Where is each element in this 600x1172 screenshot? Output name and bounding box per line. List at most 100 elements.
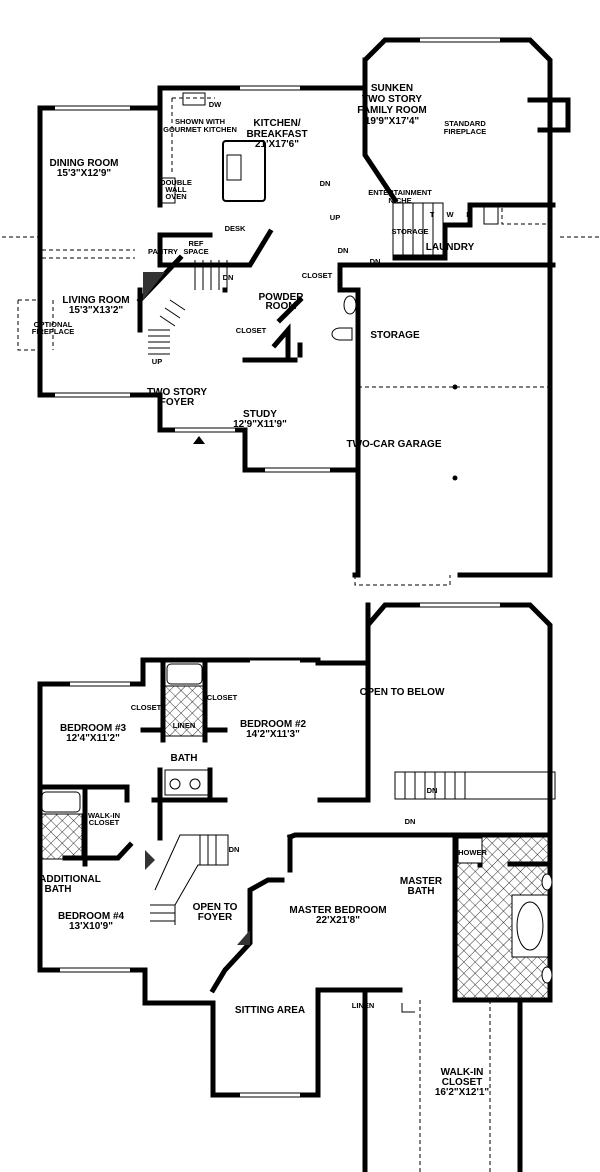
label: WALK-IN	[441, 1067, 484, 1078]
label: 15'3"X12'9"	[57, 168, 112, 179]
label: MASTER BEDROOM	[289, 905, 386, 916]
kitchen-island	[222, 140, 266, 202]
toilet-icon	[331, 327, 353, 341]
label: POWDER	[259, 292, 305, 303]
wall-oven	[159, 177, 176, 204]
stair-dn-label: DN	[427, 786, 438, 795]
svg-text:BEDROOM #312'4"X11'2": BEDROOM #312'4"X11'2"	[60, 723, 127, 744]
bath-label: BATH	[170, 753, 197, 764]
master-bath-tile	[456, 836, 551, 999]
linen-label: LINEN	[173, 721, 196, 730]
optional-fireplace-outline	[17, 299, 54, 351]
label: GOURMET KITCHEN	[163, 125, 237, 134]
label: ADDITIONAL	[39, 874, 101, 885]
label: SPACE	[183, 247, 208, 256]
entry-arrow-icon	[193, 436, 205, 444]
label: SHOWN WITH	[175, 117, 225, 126]
label: CLOSET	[442, 1077, 483, 1088]
closet-label: CLOSET	[207, 693, 238, 702]
sitting-area-label: SITTING AREA	[235, 1005, 305, 1016]
stair-storage-wedge	[143, 272, 165, 300]
label: 19'9"X17'4"	[365, 116, 420, 127]
label: MASTER	[400, 876, 443, 887]
svg-text:BEDROOM #413'X10'9": BEDROOM #413'X10'9"	[58, 911, 125, 932]
label: W	[446, 210, 454, 219]
stairs-front	[143, 260, 228, 355]
label: OVEN	[165, 192, 186, 201]
label: FAMILY ROOM	[357, 105, 426, 116]
dishwasher-label: DW	[209, 100, 222, 109]
tub-icon	[516, 901, 544, 951]
label: TWO STORY	[147, 387, 207, 398]
label: FIREPLACE	[32, 327, 75, 336]
cooktop-icon	[226, 154, 242, 181]
label: STUDY	[243, 409, 277, 420]
second-floor-walls	[37, 602, 553, 1172]
closet-label: CLOSET	[236, 326, 267, 335]
linen-label: LINEN	[352, 1001, 375, 1010]
label: 16'2"X12'1"	[435, 1087, 490, 1098]
closet-label: CLOSET	[302, 271, 333, 280]
label: BEDROOM #3	[60, 723, 127, 734]
stair-up-label: UP	[152, 357, 162, 366]
laundry-label: LAUNDRY	[426, 242, 475, 253]
label: BEDROOM #4	[58, 911, 125, 922]
label: LIVING ROOM	[62, 295, 129, 306]
garage-label: TWO-CAR GARAGE	[347, 439, 442, 450]
label: WALK-IN	[88, 811, 120, 820]
label: DOUBLE	[160, 178, 192, 187]
label: 21'X17'6"	[255, 139, 299, 150]
shower-label: SHOWER	[453, 848, 487, 857]
washer-dryer	[501, 205, 551, 225]
label: BREAKFAST	[246, 129, 307, 140]
label: REF	[189, 239, 204, 248]
label: NICHE	[388, 196, 411, 205]
open-to-below-label: OPEN TO BELOW	[360, 687, 445, 698]
first-floor-fixtures	[0, 92, 600, 586]
label: FIREPLACE	[444, 127, 487, 136]
desk-label: DESK	[225, 224, 246, 233]
stair-dn-label: DN	[370, 257, 381, 266]
label: SUNKEN	[371, 83, 413, 94]
label: 13'X10'9"	[69, 921, 113, 932]
tub-sink	[483, 205, 499, 225]
label: OPTIONAL	[34, 320, 73, 329]
label: TWO STORY	[362, 94, 422, 105]
label: DINING ROOM	[50, 158, 119, 169]
vanity	[164, 769, 211, 796]
label: KITCHEN/	[253, 118, 300, 129]
label: FOYER	[160, 397, 195, 408]
first-floor-walls	[37, 37, 571, 578]
label: 12'4"X11'2"	[66, 733, 120, 744]
label: 22'X21'8"	[316, 915, 360, 926]
stair-up-label: UP	[330, 213, 340, 222]
stairs-rear	[394, 771, 556, 800]
pantry-label: PANTRY	[148, 247, 178, 256]
stair-dn-label: DN	[320, 179, 331, 188]
bathtub-icon	[41, 791, 81, 813]
storage-label: STORAGE	[370, 330, 420, 341]
stair-dn-label: DN	[223, 273, 234, 282]
bath-tile	[164, 685, 204, 737]
label: 15'3"X13'2"	[69, 305, 124, 316]
label: 12'9"X11'9"	[233, 419, 287, 430]
closet-label: CLOSET	[131, 703, 162, 712]
label: FOYER	[198, 912, 233, 923]
label: STANDARD	[444, 119, 486, 128]
stairs-family	[392, 202, 444, 256]
